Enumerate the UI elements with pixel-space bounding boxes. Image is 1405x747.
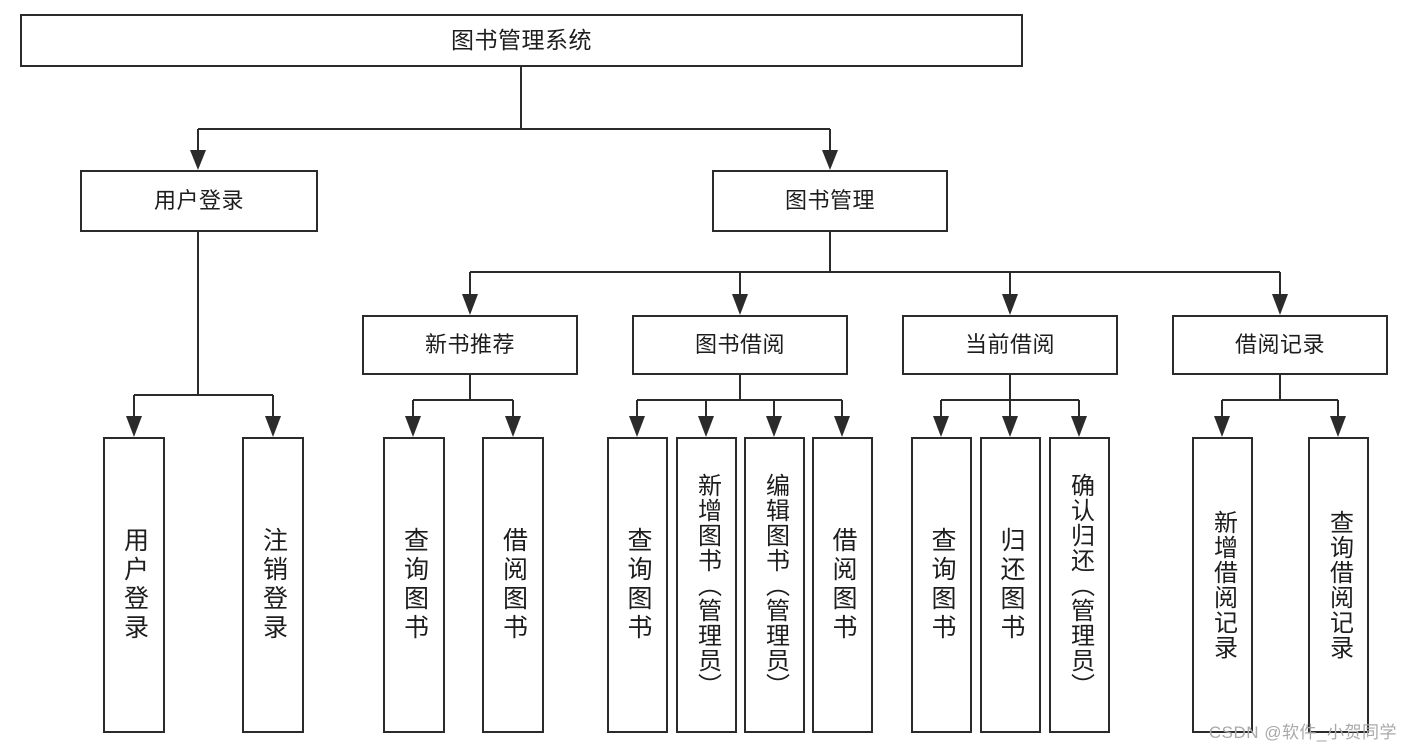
node-leaf-query-book-newbook[interactable]: 查询图书 (383, 437, 445, 733)
node-leaf-query-borrow-record[interactable]: 查询借阅记录 (1308, 437, 1369, 733)
node-leaf-borrow-book[interactable]: 借阅图书 (812, 437, 873, 733)
node-label: 借阅记录 (1234, 332, 1325, 358)
node-label: 注销登录 (259, 527, 288, 643)
node-leaf-add-borrow-record[interactable]: 新增借阅记录 (1192, 437, 1253, 733)
node-label: 新书推荐 (424, 332, 515, 358)
node-book-borrowing[interactable]: 图书借阅 (632, 315, 848, 375)
node-leaf-confirm-return-admin[interactable]: 确认归还（管理员） (1049, 437, 1110, 733)
node-leaf-query-book-borrow[interactable]: 查询图书 (607, 437, 668, 733)
node-label: 图书借阅 (694, 332, 785, 358)
node-label: 查询图书 (624, 527, 652, 643)
node-leaf-user-login[interactable]: 用户登录 (103, 437, 165, 733)
node-new-book-recommendation[interactable]: 新书推荐 (362, 315, 578, 375)
node-leaf-query-book-current[interactable]: 查询图书 (911, 437, 972, 733)
node-label: 图书管理 (784, 188, 875, 214)
node-borrowing-record[interactable]: 借阅记录 (1172, 315, 1388, 375)
node-current-borrowing[interactable]: 当前借阅 (902, 315, 1118, 375)
node-leaf-add-book-admin[interactable]: 新增图书（管理员） (676, 437, 737, 733)
node-label: 借阅图书 (499, 527, 528, 643)
node-leaf-return-book[interactable]: 归还图书 (980, 437, 1041, 733)
node-label: 查询图书 (400, 527, 429, 643)
node-label: 新增图书（管理员） (693, 472, 721, 698)
node-leaf-logout[interactable]: 注销登录 (242, 437, 304, 733)
node-label: 新增借阅记录 (1209, 510, 1237, 660)
node-leaf-borrow-book-newbook[interactable]: 借阅图书 (482, 437, 544, 733)
node-label: 查询图书 (928, 527, 956, 643)
node-label: 查询借阅记录 (1325, 510, 1353, 660)
node-user-login[interactable]: 用户登录 (80, 170, 318, 232)
node-label: 编辑图书（管理员） (761, 472, 789, 698)
node-label: 确认归还（管理员） (1066, 472, 1094, 698)
node-root-library-management-system[interactable]: 图书管理系统 (20, 14, 1023, 67)
node-label: 归还图书 (997, 527, 1025, 643)
watermark-text: CSDN @软件_小贺同学 (1208, 723, 1397, 742)
node-label: 用户登录 (120, 527, 149, 643)
node-book-management[interactable]: 图书管理 (712, 170, 948, 232)
node-leaf-edit-book-admin[interactable]: 编辑图书（管理员） (744, 437, 805, 733)
node-label: 借阅图书 (829, 527, 857, 643)
node-label: 图书管理系统 (451, 26, 592, 53)
node-label: 用户登录 (153, 188, 244, 214)
node-label: 当前借阅 (964, 332, 1055, 358)
